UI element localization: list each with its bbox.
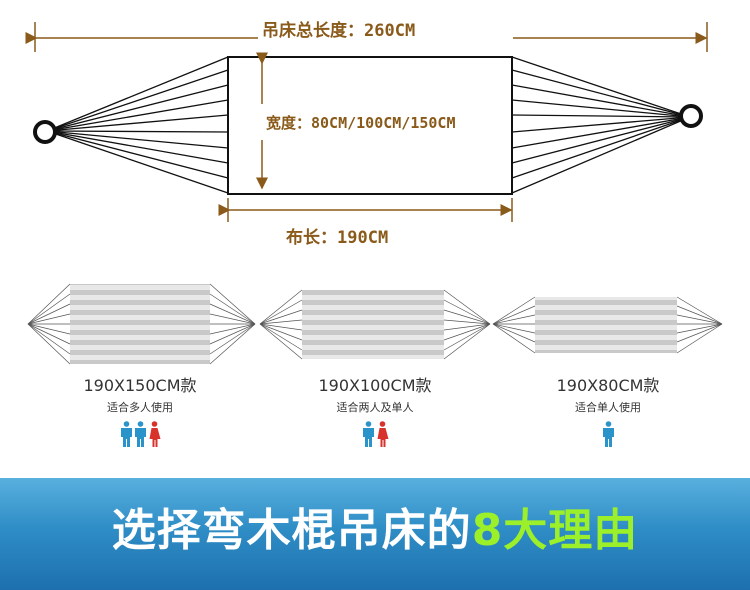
male-person-icon xyxy=(602,421,614,447)
total-length-dimension xyxy=(25,22,708,52)
male-person-icon xyxy=(134,421,146,447)
model-2-people xyxy=(290,421,460,447)
model-2-usage: 适合两人及单人 xyxy=(336,401,414,414)
left-strings xyxy=(46,56,229,194)
model-3-people xyxy=(523,421,693,447)
model-1-people xyxy=(55,421,225,447)
hammock-cloth xyxy=(227,56,513,195)
model-illustrations xyxy=(27,283,723,365)
female-person-icon xyxy=(149,421,160,447)
model-1-size: 190X150CM款 xyxy=(83,376,197,395)
banner-title-highlight: 8大理由 xyxy=(471,505,639,556)
bottom-banner xyxy=(0,478,750,590)
female-person-icon xyxy=(377,421,388,447)
total-length-label: 吊床总长度：260CM xyxy=(262,21,416,41)
male-person-icon xyxy=(120,421,132,447)
model-3-info: 190X80CM款 适合单人使用 xyxy=(523,372,693,447)
model-3-usage: 适合单人使用 xyxy=(575,401,641,414)
model-2-info: 190X100CM款 适合两人及单人 xyxy=(290,372,460,447)
model-2-hammock xyxy=(259,289,491,360)
model-3-size: 190X80CM款 xyxy=(556,376,660,395)
cloth-length-dimension xyxy=(218,198,513,222)
model-3-hammock xyxy=(492,296,723,354)
male-person-icon xyxy=(362,421,374,447)
banner-title-main: 选择弯木棍吊床的 xyxy=(111,505,472,556)
cloth-length-label: 布长：190CM xyxy=(286,228,389,248)
width-label: 宽度：80CM/100CM/150CM xyxy=(266,114,456,132)
right-strings xyxy=(511,56,691,194)
model-1-hammock xyxy=(27,283,256,365)
model-1-usage: 适合多人使用 xyxy=(107,401,173,414)
right-ring-icon xyxy=(679,104,703,128)
hammock-dimension-diagram xyxy=(25,22,708,222)
left-ring-icon xyxy=(33,120,57,144)
model-2-size: 190X100CM款 xyxy=(318,376,432,395)
model-1-info: 190X150CM款 适合多人使用 xyxy=(55,372,225,447)
banner-title: 选择弯木棍吊床的8大理由 xyxy=(0,494,750,558)
